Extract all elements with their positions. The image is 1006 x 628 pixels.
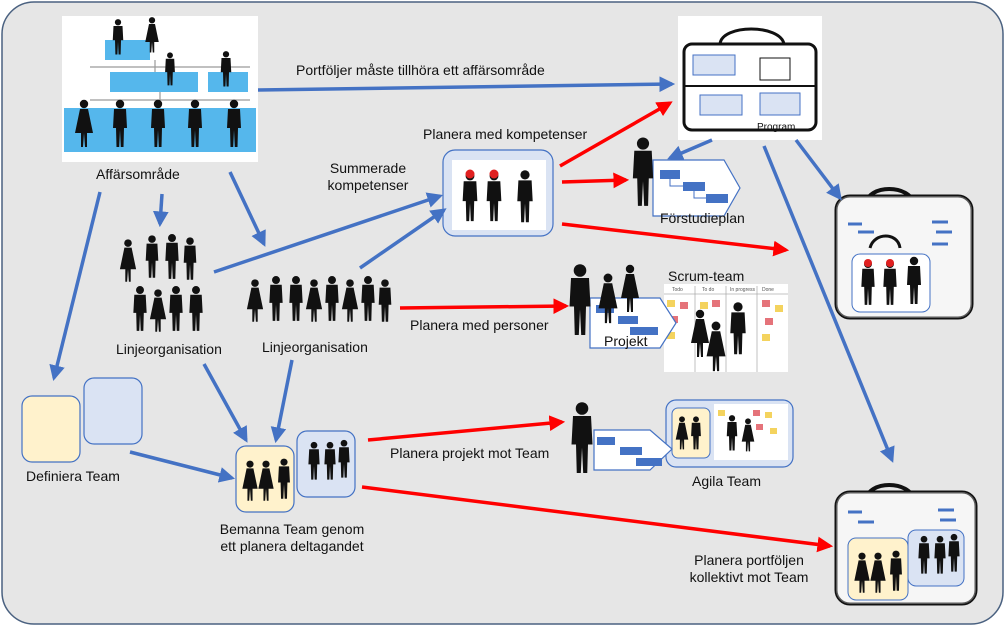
arrow-kompetens-to-program [559,101,673,168]
briefcase-middle-people-icon [861,256,921,305]
team-box-blue [83,377,143,445]
bemanna-line-1: Bemanna Team genom [219,521,365,537]
portfoljer-label: Portföljer måste tillhöra ett affärsområ… [296,62,545,78]
arrow-program-to-forstudie [667,138,713,161]
affarsomrade-label: Affärsområde [96,166,180,182]
arrow-affar-to-linje1 [152,193,169,228]
arrow-affar-to-program [257,76,676,93]
scrum-board-icon: Todo To do In progress Done [664,284,788,372]
planera-portfolj-line-2: kollektivt mot Team [689,569,809,585]
definiera-team-label: Definiera Team [26,468,120,484]
summerade-kompetenser-label: Summerade kompetenser [326,160,410,194]
arrow-linje2-to-kompetens [359,208,447,270]
planera-portfoljen-label: Planera portföljen kollektivt mot Team [674,552,824,586]
linjeorganisation-left-label: Linjeorganisation [116,341,222,357]
briefcase-icon-middle [834,187,974,320]
bemanna-team-label: Bemanna Team genom ett planera deltagand… [204,521,380,555]
blue-arrows [49,76,895,483]
team-box-yellow [21,395,81,463]
board-header-2: To do [702,287,714,293]
projekt-label: Projekt [604,333,648,349]
arrow-team-to-agile [367,415,566,442]
linjeorganisation-right-label: Linjeorganisation [262,339,368,355]
agila-team-label: Agila Team [692,473,762,489]
arrow-affar-to-definiera [49,191,102,382]
planera-kompetenser-label: Planera med kompetenser [423,126,588,142]
program-briefcase-icon [678,16,822,140]
arrow-kompetens-to-briefcase [561,222,790,257]
planera-portfolj-line-1: Planera portföljen [694,552,804,568]
arrow-definiera-to-bemanna [129,450,236,483]
arrow-linje-to-projekt [399,298,570,315]
bemanna-line-2: ett planera deltagandet [220,538,364,554]
arrow-linje1-to-kompetens [213,192,443,274]
arrow-linje1-to-bemanna [202,363,248,443]
gantt-chart-icon-agile [593,429,673,471]
red-arrows [361,101,834,553]
arrow-affar-to-linje2 [228,171,266,247]
arrow-team-to-portfolio [361,485,834,553]
arrow-program-to-briefcase-bottom [762,145,895,463]
forstudieplan-label: Förstudieplan [660,210,745,226]
competence-people-icon [462,169,533,223]
board-header-4: Done [762,287,774,293]
planera-projekt-team-label: Planera projekt mot Team [390,445,550,461]
board-header-3: In progress [730,287,756,293]
org-chart-icon [62,16,258,162]
arrow-linje2-to-bemanna [270,359,294,444]
arrow-program-to-briefcase [794,138,842,201]
board-header-1: Todo [672,287,683,293]
arrow-kompetens-to-forstudie [561,172,630,189]
summerade-line-2: kompetenser [327,177,409,193]
scrum-team-label: Scrum-team [668,268,745,284]
gantt-chart-icon [652,159,741,217]
program-label: Program [757,122,796,133]
planera-personer-label: Planera med personer [410,317,549,333]
summerade-line-1: Summerade [329,160,407,176]
